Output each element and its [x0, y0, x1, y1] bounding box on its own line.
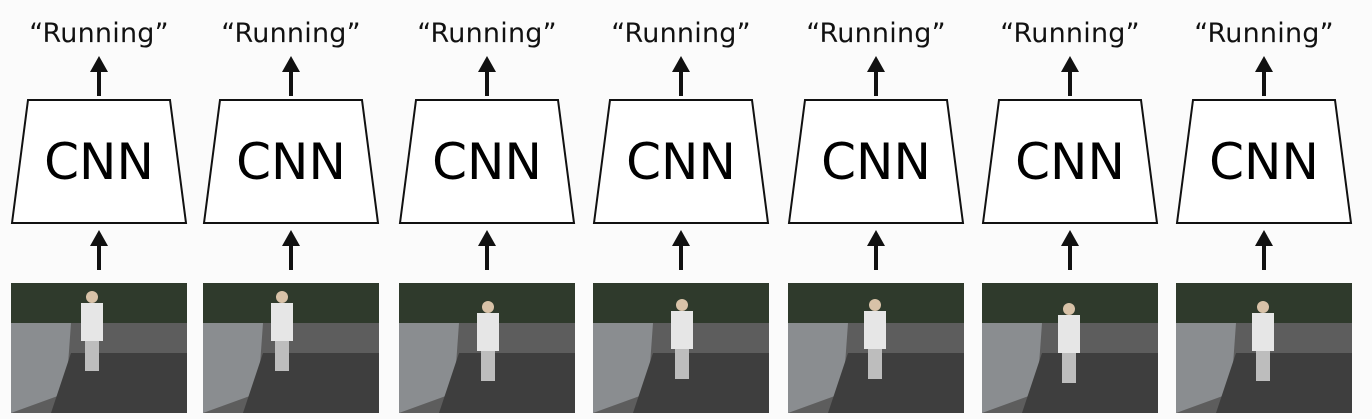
cnn-box: CNN	[396, 99, 578, 225]
cnn-box: CNN	[1173, 99, 1355, 225]
column-4: “Running” CNN	[590, 0, 772, 419]
up-arrow-icon	[1255, 230, 1273, 270]
up-arrow-icon	[282, 230, 300, 270]
column-7: “Running” CNN	[1173, 0, 1355, 419]
up-arrow-icon	[672, 230, 690, 270]
up-arrow-icon	[867, 56, 885, 96]
video-frame	[982, 283, 1158, 413]
output-label: “Running”	[29, 18, 169, 49]
up-arrow-icon	[1255, 56, 1273, 96]
cnn-text: CNN	[44, 133, 154, 191]
cnn-box: CNN	[200, 99, 382, 225]
cnn-text: CNN	[1015, 133, 1125, 191]
up-arrow-icon	[1061, 230, 1079, 270]
cnn-text: CNN	[1209, 133, 1319, 191]
cnn-text: CNN	[432, 133, 542, 191]
cnn-box: CNN	[8, 99, 190, 225]
up-arrow-icon	[672, 56, 690, 96]
output-label: “Running”	[417, 18, 557, 49]
up-arrow-icon	[867, 230, 885, 270]
output-label: “Running”	[1194, 18, 1334, 49]
up-arrow-icon	[90, 56, 108, 96]
video-frame	[11, 283, 187, 413]
output-label: “Running”	[1000, 18, 1140, 49]
cnn-box: CNN	[590, 99, 772, 225]
up-arrow-icon	[478, 230, 496, 270]
video-frame	[788, 283, 964, 413]
cnn-text: CNN	[626, 133, 736, 191]
output-label: “Running”	[221, 18, 361, 49]
cnn-text: CNN	[821, 133, 931, 191]
video-frame	[1176, 283, 1352, 413]
output-label: “Running”	[806, 18, 946, 49]
video-frame	[593, 283, 769, 413]
up-arrow-icon	[1061, 56, 1079, 96]
up-arrow-icon	[478, 56, 496, 96]
cnn-box: CNN	[979, 99, 1161, 225]
column-6: “Running” CNN	[979, 0, 1161, 419]
up-arrow-icon	[282, 56, 300, 96]
cnn-box: CNN	[785, 99, 967, 225]
column-3: “Running” CNN	[396, 0, 578, 419]
column-5: “Running” CNN	[785, 0, 967, 419]
output-label: “Running”	[611, 18, 751, 49]
video-frame	[399, 283, 575, 413]
column-2: “Running” CNN	[200, 0, 382, 419]
video-frame	[203, 283, 379, 413]
cnn-text: CNN	[236, 133, 346, 191]
column-1: “Running” CNN	[8, 0, 190, 419]
up-arrow-icon	[90, 230, 108, 270]
